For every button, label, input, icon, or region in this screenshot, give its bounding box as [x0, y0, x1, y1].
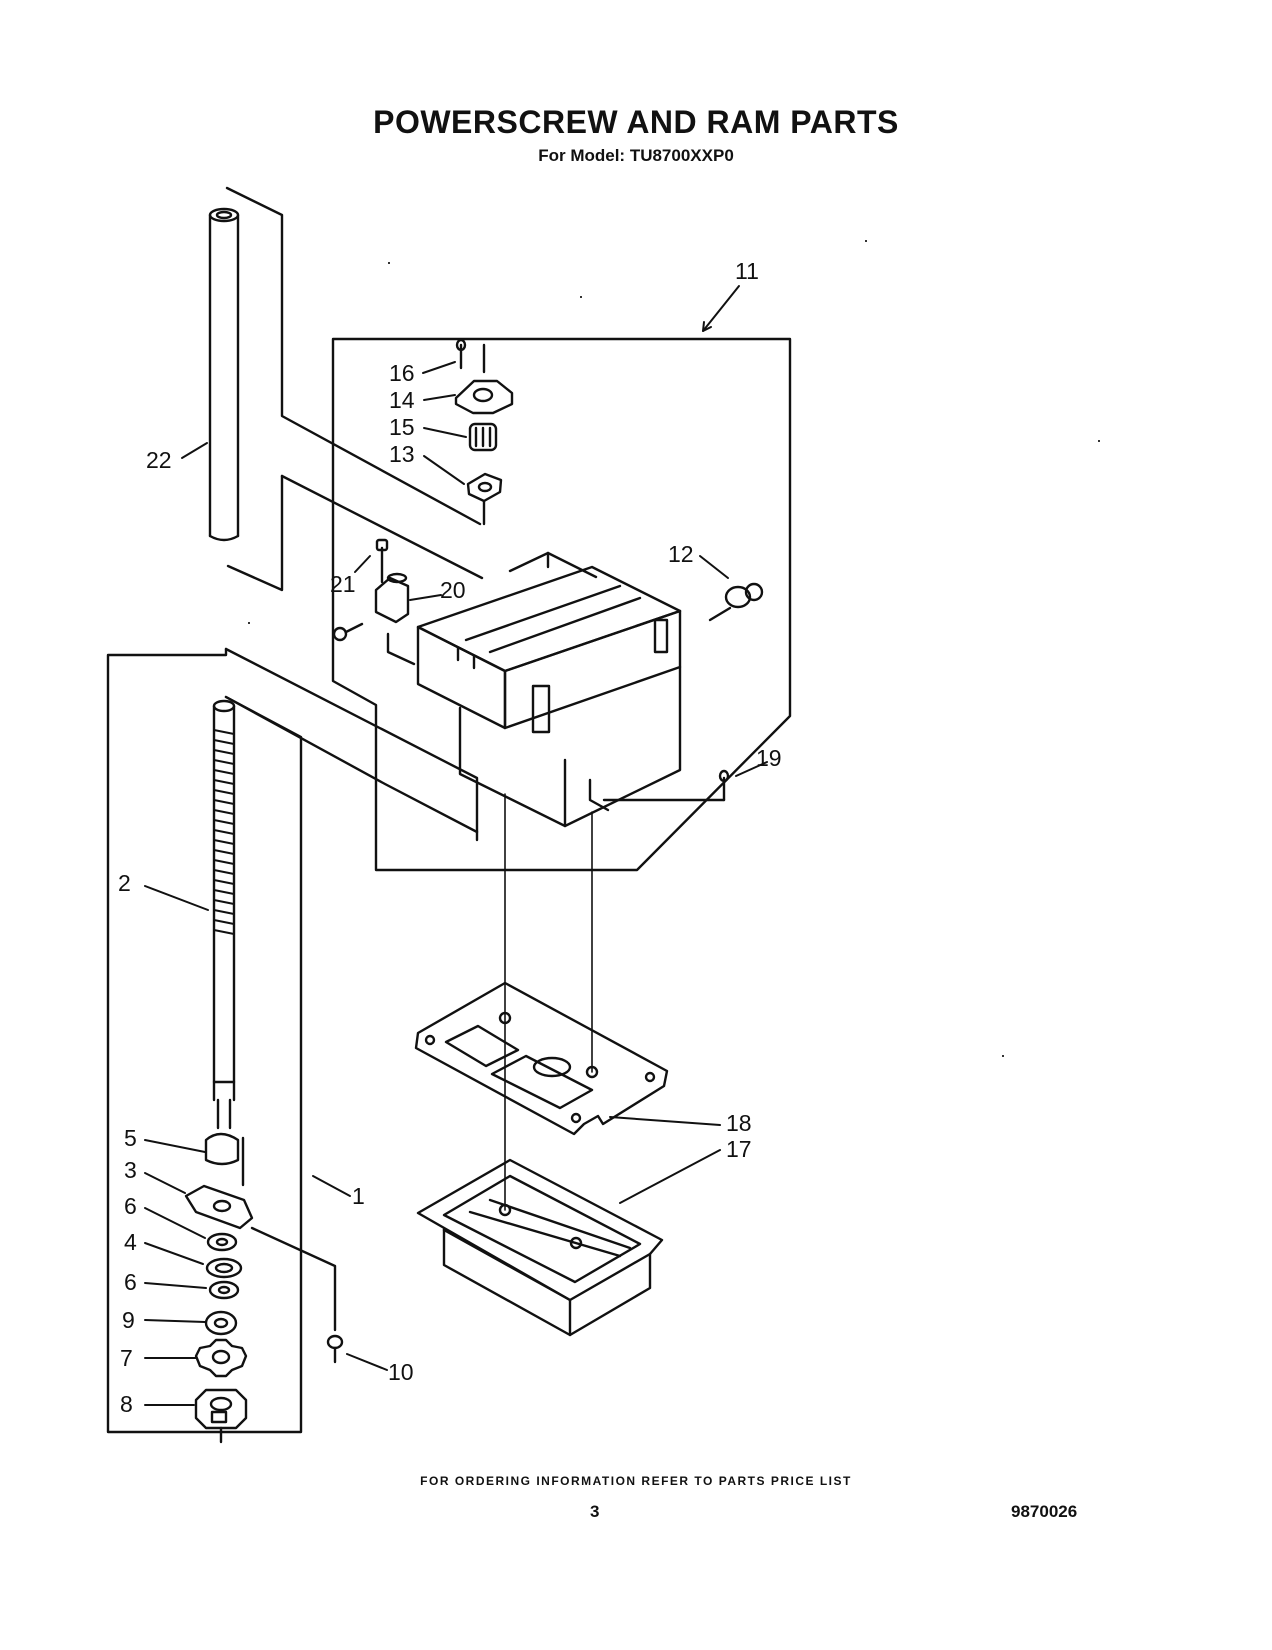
callout-3: 3: [124, 1157, 137, 1183]
callout-8: 8: [120, 1391, 133, 1417]
callout-9: 9: [122, 1307, 135, 1333]
callout-10: 10: [388, 1359, 414, 1385]
callout-17: 17: [726, 1136, 752, 1162]
ordering-note: FOR ORDERING INFORMATION REFER TO PARTS …: [420, 1474, 852, 1488]
powerscrew: [212, 699, 236, 1130]
callout-18: 18: [726, 1110, 752, 1136]
callout-12: 12: [668, 541, 694, 567]
model-line: For Model: TU8700XXP0: [538, 146, 734, 165]
callout-6b: 6: [124, 1269, 137, 1295]
gasket: [414, 793, 669, 1211]
ram-tube: [208, 207, 240, 542]
callout-19: 19: [756, 745, 782, 771]
page-title: POWERSCREW AND RAM PARTS: [373, 104, 899, 140]
callout-5: 5: [124, 1125, 137, 1151]
drive-stack: [184, 1132, 254, 1444]
callout-2: 2: [118, 870, 131, 896]
screw-19: [602, 769, 730, 802]
callout-4: 4: [124, 1229, 137, 1255]
callout-6a: 6: [124, 1193, 137, 1219]
callout-14: 14: [389, 387, 415, 413]
callout-11: 11: [735, 258, 759, 284]
callout-16: 16: [389, 360, 415, 386]
callout-15: 15: [389, 414, 415, 440]
callout-22: 22: [146, 447, 172, 473]
callout-labels: 11 16 14 15 13 22 12 21 20 19 2 18 17 5 …: [118, 258, 782, 1417]
document-number: 9870026: [1011, 1502, 1078, 1521]
powerscrew-bracket: [106, 647, 479, 1434]
callout-20: 20: [440, 577, 466, 603]
switch-parts: [332, 538, 416, 666]
callout-1: 1: [352, 1183, 365, 1209]
page-number: 3: [590, 1502, 600, 1521]
callout-13: 13: [389, 441, 415, 467]
callout-21: 21: [330, 571, 356, 597]
clip-part: [708, 582, 764, 622]
scan-specks: [248, 240, 1100, 1057]
oil-pan: [416, 1158, 664, 1337]
ram-block: [416, 551, 682, 828]
leader-lines: [144, 285, 768, 1406]
rod-assembly-bracket: [225, 186, 484, 592]
upper-mount-parts: [454, 338, 514, 526]
screw-10: [250, 1226, 344, 1364]
ram-housing-frame: [331, 337, 792, 872]
callout-7: 7: [120, 1345, 133, 1371]
